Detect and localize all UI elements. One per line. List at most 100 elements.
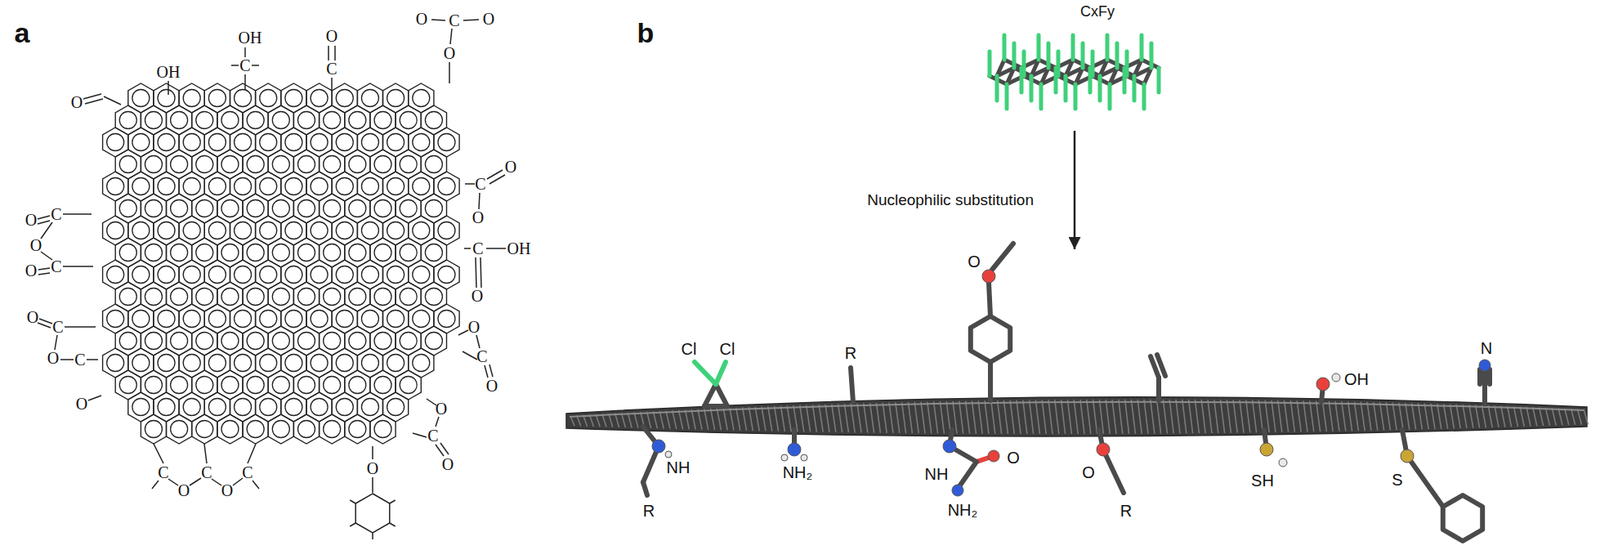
aromatic-circle <box>374 111 392 130</box>
carbon-ring <box>395 281 421 312</box>
lattice-texture <box>1226 399 1231 434</box>
bond-stick <box>1108 84 1113 109</box>
carbon-ring <box>281 303 307 334</box>
lattice-texture <box>857 403 862 434</box>
carbon-ring <box>115 281 141 312</box>
aromatic-circle <box>107 222 125 240</box>
atom-sphere <box>1096 442 1110 456</box>
carbon-ring <box>370 370 396 400</box>
bond-stick <box>1036 35 1042 60</box>
lattice-texture <box>914 402 919 434</box>
aromatic-circle <box>310 134 328 152</box>
bond-stick <box>1132 75 1137 101</box>
carbon-ring <box>204 215 230 246</box>
aromatic-circle <box>335 222 354 240</box>
carbon-ring <box>420 281 447 312</box>
lattice-texture <box>1398 402 1404 430</box>
carbon-ring <box>433 303 460 334</box>
carbon-ring <box>102 127 129 157</box>
carbon-ring <box>293 281 319 312</box>
aromatic-circle <box>323 156 341 174</box>
carbon-ring <box>268 281 294 312</box>
lattice-texture <box>1475 405 1480 429</box>
bond-stick <box>1477 369 1483 385</box>
aromatic-circle <box>234 178 252 196</box>
carbon-ring <box>217 281 243 312</box>
atom-label: C <box>326 60 337 77</box>
carbon-ring <box>166 370 193 400</box>
carbon-ring <box>178 303 205 334</box>
carbon-ring <box>357 303 383 334</box>
aromatic-circle <box>272 244 290 262</box>
aromatic-circle <box>412 134 430 152</box>
lattice-texture <box>1328 401 1333 432</box>
aromatic-circle <box>234 89 252 108</box>
aromatic-circle <box>234 354 252 372</box>
lattice-texture <box>1035 399 1040 434</box>
carbon-ring <box>408 303 434 334</box>
bond-stick <box>1073 84 1078 109</box>
carbon-ring <box>319 281 345 312</box>
bond-stick <box>1482 384 1488 403</box>
atom-sphere <box>1400 449 1414 463</box>
lattice-texture <box>1061 399 1066 434</box>
group-label: O <box>1081 464 1095 481</box>
aromatic-circle <box>157 354 175 372</box>
atom-label: OH <box>156 63 181 81</box>
bond-stick <box>1031 59 1039 76</box>
carbon-ring <box>255 348 282 378</box>
aromatic-circle <box>259 89 278 108</box>
aromatic-circle <box>310 398 328 416</box>
bond-line <box>103 96 121 105</box>
bond-stick <box>957 461 977 489</box>
carbon-ring <box>281 259 307 290</box>
lattice-texture <box>1583 409 1588 425</box>
aromatic-circle <box>132 89 150 108</box>
atom-label: C <box>448 12 460 29</box>
bond-stick <box>1041 67 1049 85</box>
lattice-texture <box>710 408 716 430</box>
bond-stick <box>1002 35 1007 60</box>
atom-label: C <box>427 427 438 444</box>
lattice-texture <box>1054 399 1060 434</box>
atom-label: O <box>47 349 59 367</box>
carbon-ring <box>306 127 332 157</box>
carbon-ring <box>255 215 282 246</box>
lattice-texture <box>1271 400 1276 433</box>
atom-sphere <box>1316 377 1330 391</box>
lattice-texture <box>838 403 843 433</box>
lattice-texture <box>1016 400 1021 434</box>
carbon-ring <box>293 370 319 400</box>
bond-line <box>389 500 396 504</box>
aromatic-circle <box>335 354 354 372</box>
carbon-ring <box>383 83 409 113</box>
bond-stick <box>987 51 993 76</box>
lattice-texture <box>1105 399 1110 434</box>
lattice-texture <box>1551 407 1556 425</box>
lattice-texture <box>1539 407 1544 427</box>
bond-stick <box>1012 43 1017 68</box>
lattice-texture <box>1437 403 1442 430</box>
aromatic-circle <box>323 420 341 438</box>
bond-stick <box>995 75 1000 101</box>
carbon-ring <box>128 392 154 422</box>
carbon-ring <box>192 149 218 179</box>
bond-stick <box>1157 354 1166 376</box>
carbon-ring <box>204 392 230 422</box>
benzene-ring <box>1443 495 1483 541</box>
aromatic-circle <box>399 111 417 130</box>
lattice-texture <box>729 407 734 430</box>
lattice-texture <box>768 406 773 431</box>
aromatic-circle <box>119 200 137 218</box>
aromatic-circle <box>221 288 239 306</box>
atom-label: O <box>472 209 484 226</box>
carbon-ring <box>281 83 307 113</box>
lattice-texture <box>1316 401 1321 432</box>
aromatic-circle <box>374 244 392 262</box>
aromatic-circle <box>335 178 354 196</box>
lattice-texture <box>1067 399 1072 434</box>
carbon-ring <box>281 215 307 246</box>
lattice-texture <box>748 406 753 431</box>
carbon-ring <box>281 348 307 378</box>
aromatic-circle <box>170 288 188 306</box>
